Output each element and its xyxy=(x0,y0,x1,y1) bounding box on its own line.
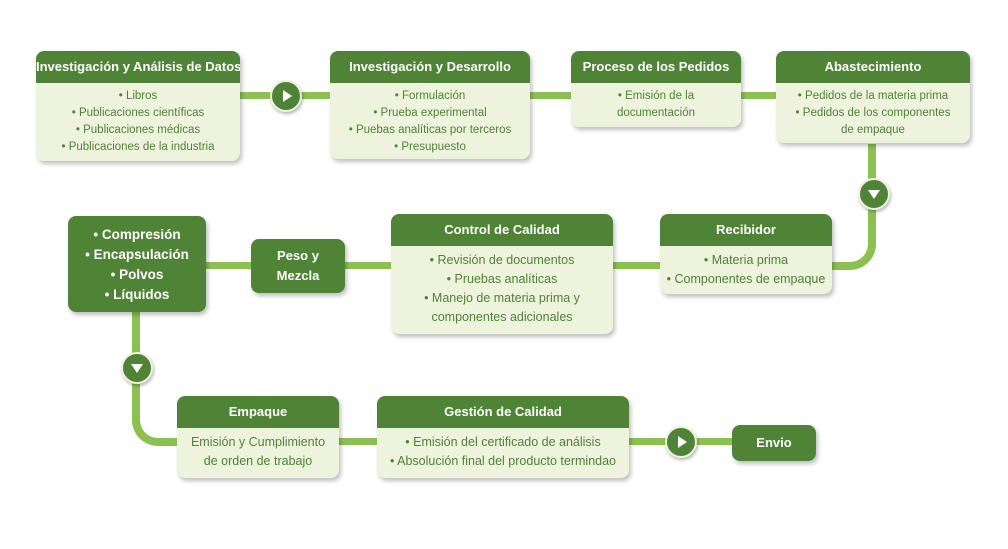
step-item: • Publicaciones científicas xyxy=(71,107,205,119)
step-title: Investigación y Análisis de Datos xyxy=(36,51,240,83)
step-label: Mezcla xyxy=(276,268,320,283)
step-title: Investigación y Desarrollo xyxy=(330,51,530,83)
step-item: • Compresión xyxy=(93,227,181,242)
step-title: Gestión de Calidad xyxy=(377,396,629,428)
step-item: • Libros xyxy=(118,90,158,102)
step-investigacion-desarrollo: Investigación y Desarrollo • Formulación… xyxy=(330,51,530,159)
step-item: documentación xyxy=(617,107,695,119)
step-title: Empaque xyxy=(177,396,339,428)
step-item: • Pruebas analíticas xyxy=(446,272,558,286)
connector xyxy=(204,262,252,269)
step-item: • Revisión de documentos xyxy=(429,253,575,267)
step-investigacion-analisis: Investigación y Análisis de Datos • Libr… xyxy=(36,51,240,161)
step-peso-mezcla: Peso y Mezcla xyxy=(251,239,345,293)
step-item: • Publicaciones de la industria xyxy=(61,141,215,153)
step-recibidor: Recibidor • Materia prima • Componentes … xyxy=(660,214,832,294)
step-item: Emisión y Cumplimiento xyxy=(190,435,326,449)
step-item: • Líquidos xyxy=(104,287,170,302)
step-item: • Formulación xyxy=(394,90,466,102)
connector xyxy=(528,92,572,99)
connector xyxy=(338,438,378,445)
connector xyxy=(740,92,778,99)
connector-curve xyxy=(832,190,876,270)
step-formas: • Compresión • Encapsulación • Polvos • … xyxy=(68,216,206,312)
step-item: • Polvos xyxy=(110,267,164,282)
arrow-right-icon xyxy=(665,426,697,458)
connector xyxy=(612,262,660,269)
step-item: • Encapsulación xyxy=(85,247,189,262)
step-abastecimiento: Abastecimiento • Pedidos de la materia p… xyxy=(776,51,970,143)
step-gestion-calidad: Gestión de Calidad • Emisión del certifi… xyxy=(377,396,629,478)
step-item: de orden de trabajo xyxy=(203,454,313,468)
step-item: • Componentes de empaque xyxy=(666,272,826,286)
step-item: de empaque xyxy=(841,124,905,136)
step-empaque: Empaque Emisión y Cumplimiento de orden … xyxy=(177,396,339,478)
step-item: • Puebas analíticas por terceros xyxy=(348,124,512,136)
step-item: • Publicaciones médicas xyxy=(75,124,201,136)
arrow-down-icon xyxy=(858,178,890,210)
step-item: • Emisión del certificado de análisis xyxy=(405,435,601,449)
step-item: • Presupuesto xyxy=(394,141,466,153)
step-item: • Prueba experimental xyxy=(373,107,487,119)
step-proceso-pedidos: Proceso de los Pedidos • Emisión de la d… xyxy=(571,51,741,127)
arrow-right-icon xyxy=(270,80,302,112)
step-title: Abastecimiento xyxy=(776,51,970,83)
step-item: • Absolución final del producto terminda… xyxy=(389,454,617,468)
step-item: • Pedidos de la materia prima xyxy=(797,90,949,102)
step-item: • Manejo de materia prima y xyxy=(424,291,580,305)
arrow-down-icon xyxy=(121,352,153,384)
connector xyxy=(868,144,876,190)
step-item: • Emisión de la xyxy=(617,90,695,102)
step-label: Peso y xyxy=(277,248,319,263)
step-control-calidad: Control de Calidad • Revisión de documen… xyxy=(391,214,613,334)
step-item: • Materia prima xyxy=(703,253,789,267)
step-label: Envio xyxy=(756,435,792,450)
step-item: • Pedidos de los componentes xyxy=(795,107,951,119)
step-envio: Envio xyxy=(732,425,816,461)
step-item: componentes adicionales xyxy=(431,310,573,324)
step-title: Control de Calidad xyxy=(391,214,613,246)
step-title: Recibidor xyxy=(660,214,832,246)
step-title: Proceso de los Pedidos xyxy=(571,51,741,83)
connector xyxy=(344,262,392,269)
